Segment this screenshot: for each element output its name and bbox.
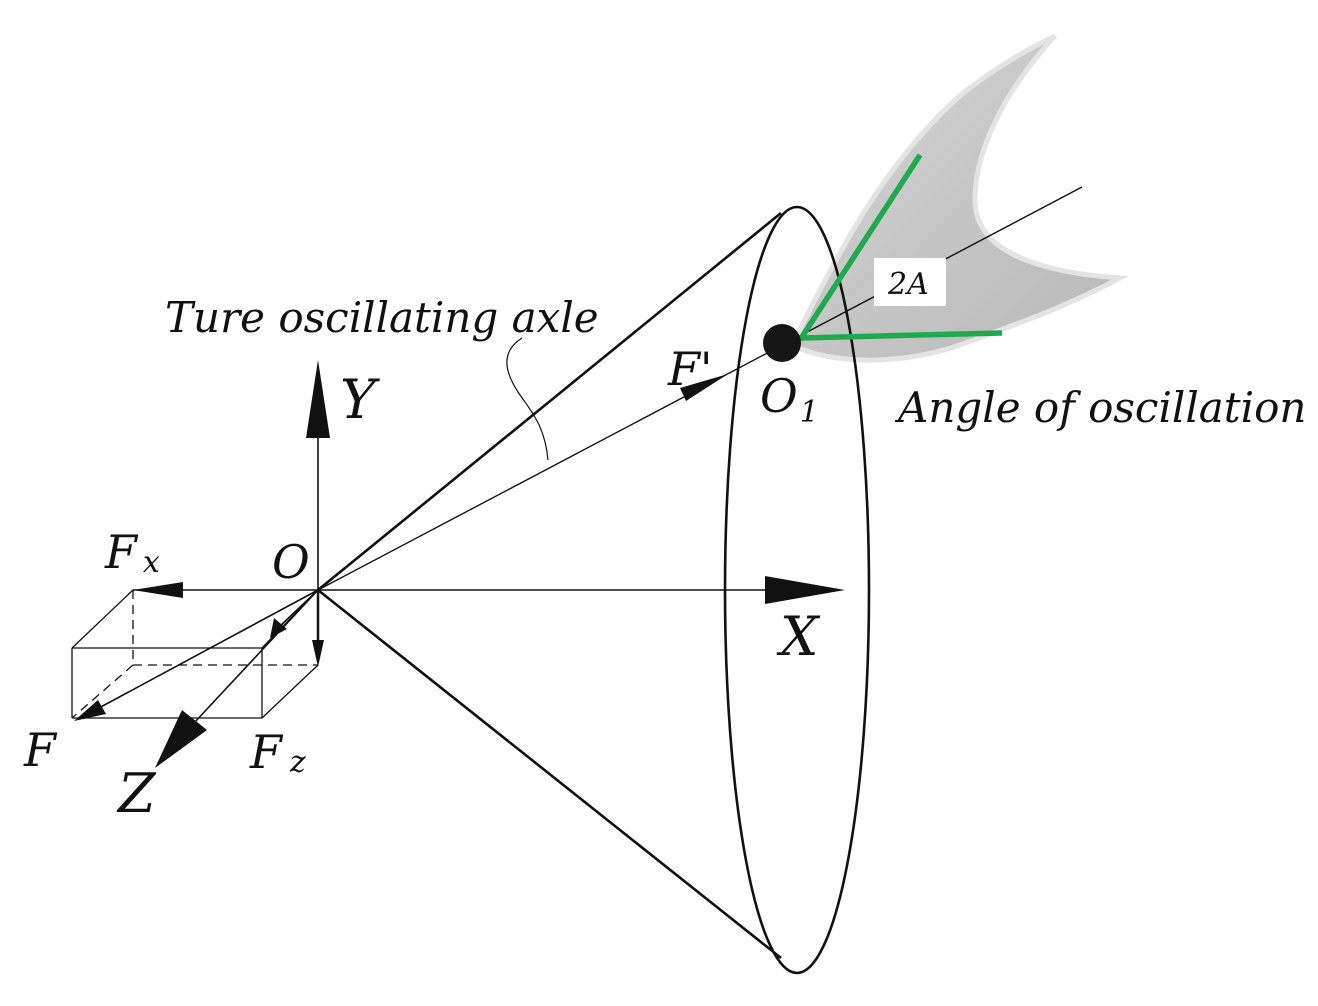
fprime-label: F' (667, 342, 713, 396)
fz-label-sub: z (289, 745, 306, 780)
fprime-arrowhead (680, 374, 728, 401)
fx-label-sub: x (143, 545, 160, 580)
angle-value-box (874, 258, 946, 306)
force-box (71, 589, 319, 719)
z-axis-arrowhead (155, 710, 207, 768)
force-f-arrowhead (74, 700, 106, 721)
pivot-label: O1 (760, 369, 819, 430)
z-axis-short-arrowhead (270, 618, 287, 638)
axle-leader-line (506, 337, 549, 461)
fx-arrowhead (133, 582, 183, 598)
z-axis-label: Z (116, 762, 157, 825)
force-f-label: F (23, 723, 58, 777)
cone-lower-edge (317, 588, 782, 960)
fz-label-main: F (249, 725, 284, 779)
angle-line-lower (799, 330, 1003, 341)
pivot-label-sub: 1 (800, 395, 819, 430)
cone-upper-edge (317, 211, 782, 592)
pivot-label-main: O (760, 369, 798, 423)
y-axis-arrowhead (306, 360, 330, 438)
angle-value-label: 2A (887, 267, 929, 302)
force-f-line (83, 589, 319, 717)
x-axis-arrowhead (765, 576, 845, 604)
true-axle-label: Ture oscillating axle (165, 293, 599, 342)
tail-fin-shape (788, 33, 1129, 363)
y-axis-label: Y (340, 368, 380, 431)
origin-label: O (272, 535, 310, 589)
fy-arrowhead (312, 640, 324, 667)
angle-line-upper (797, 153, 923, 342)
fx-label-main: F (104, 525, 139, 579)
angle-caption-label: Angle of oscillation (894, 383, 1306, 432)
x-axis-label: X (776, 605, 821, 668)
pivot-point (763, 324, 801, 362)
